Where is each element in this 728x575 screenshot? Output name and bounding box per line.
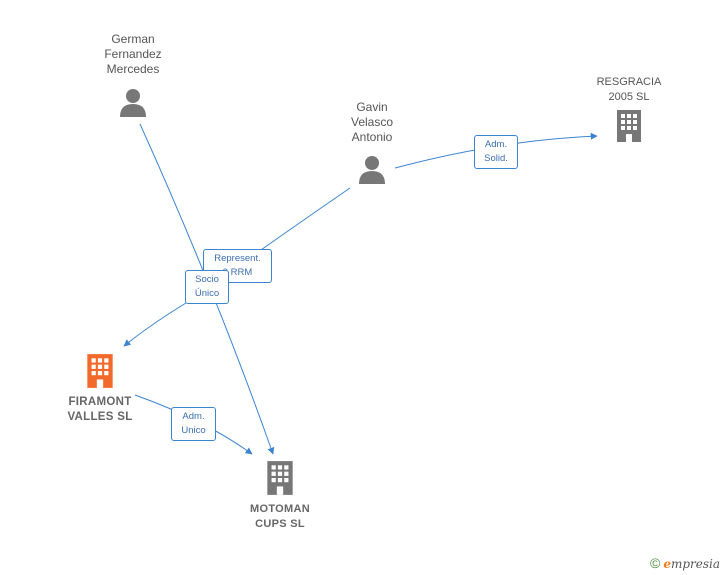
copyright-icon: © bbox=[650, 555, 661, 571]
building-icon bbox=[87, 354, 113, 388]
node-label: Gavin Velasco Antonio bbox=[350, 100, 394, 144]
node-label: MOTOMAN CUPS SL bbox=[250, 503, 310, 530]
node-motoman-cups-sl[interactable]: MOTOMAN CUPS SL bbox=[240, 459, 320, 532]
edge-label-adm-unico[interactable]: Adm. Unico bbox=[171, 407, 216, 441]
edge-german-firamont bbox=[123, 302, 187, 347]
person-icon bbox=[359, 156, 385, 184]
node-german-fernandez-mercedes[interactable]: German Fernandez Mercedes bbox=[93, 32, 173, 122]
building-icon bbox=[617, 110, 641, 142]
person-icon bbox=[120, 89, 146, 117]
node-resgracia-2005-sl[interactable]: RESGRACIA 2005 SL bbox=[588, 75, 670, 149]
node-label: RESGRACIA 2005 SL bbox=[596, 76, 662, 103]
edge-label-adm-solid[interactable]: Adm. Solid. bbox=[474, 135, 518, 169]
empresia-logo: ©empresia bbox=[650, 555, 721, 571]
building-icon bbox=[267, 461, 293, 495]
node-firamont-valles-sl[interactable]: FIRAMONT VALLES SL bbox=[56, 352, 144, 425]
edge-label-socio-unico[interactable]: Socio Único bbox=[185, 270, 229, 304]
node-label: German Fernandez Mercedes bbox=[104, 32, 162, 76]
node-gavin-velasco-antonio[interactable]: Gavin Velasco Antonio bbox=[332, 100, 412, 189]
node-label: FIRAMONT VALLES SL bbox=[67, 396, 133, 423]
